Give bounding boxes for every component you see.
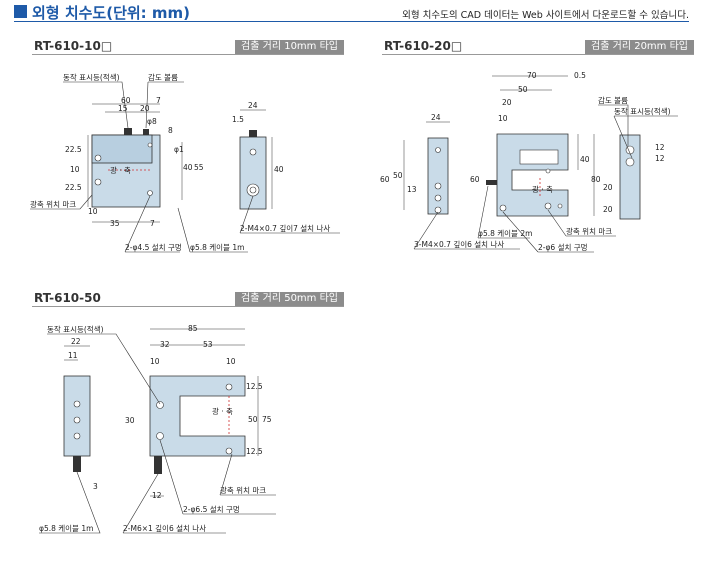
axis-label: 광 · 축 <box>110 165 131 175</box>
svg-text:40: 40 <box>580 155 590 164</box>
svg-text:50: 50 <box>518 85 528 94</box>
sensor-body-side-2 <box>619 134 641 220</box>
page-header: 외형 치수도(단위: mm) 외형 치수도의 CAD 데이터는 Web 사이트에… <box>14 3 689 22</box>
screw-label: 2-M6×1 깊이6 설치 나사 <box>123 523 206 533</box>
section-header-rt-610-50: RT-610-50 검출 거리 50mm 타입 <box>32 291 344 307</box>
svg-text:22.5: 22.5 <box>65 183 82 192</box>
svg-text:0.5: 0.5 <box>574 71 586 80</box>
svg-text:20: 20 <box>603 183 613 192</box>
model-name: RT-610-10□ <box>34 39 113 53</box>
svg-text:60: 60 <box>470 175 480 184</box>
sensitivity-volume <box>143 129 149 135</box>
axis-label: 광 · 축 <box>212 406 233 416</box>
svg-text:8: 8 <box>168 126 173 135</box>
svg-text:20: 20 <box>140 104 150 113</box>
sensitivity-knob <box>147 142 153 148</box>
sensor-body-side <box>63 375 91 457</box>
svg-text:30: 30 <box>125 416 135 425</box>
cable-label: φ5.8 케이블 2m <box>478 228 532 238</box>
indicator-label: 동작 표시등(적색) <box>614 106 671 116</box>
svg-text:60: 60 <box>380 175 390 184</box>
svg-text:40: 40 <box>274 165 284 174</box>
svg-text:15: 15 <box>118 104 128 113</box>
range-tag: 검출 거리 20mm 타입 <box>585 40 694 54</box>
svg-text:1.5: 1.5 <box>232 115 244 124</box>
svg-text:50: 50 <box>248 415 258 424</box>
indicator-label: 동작 표시등(적색) <box>47 324 104 334</box>
svg-text:7: 7 <box>156 96 161 105</box>
svg-text:12: 12 <box>655 154 665 163</box>
svg-text:20: 20 <box>603 205 613 214</box>
sensitivity-label: 감도 볼륨 <box>598 95 628 105</box>
svg-text:12.5: 12.5 <box>246 382 263 391</box>
range-tag: 검출 거리 10mm 타입 <box>235 40 344 54</box>
svg-text:φ1: φ1 <box>174 145 184 154</box>
svg-text:10: 10 <box>88 207 98 216</box>
axis-mark-label: 광축 위치 마크 <box>30 199 76 209</box>
svg-text:35: 35 <box>110 219 120 228</box>
sensor-body-front <box>149 375 246 457</box>
svg-text:12: 12 <box>655 143 665 152</box>
range-tag: 검출 거리 50mm 타입 <box>235 292 344 306</box>
svg-text:80: 80 <box>591 175 601 184</box>
svg-text:22: 22 <box>71 337 81 346</box>
screw-label: 3-M4×0.7 깊이6 설치 나사 <box>414 239 504 249</box>
svg-text:50: 50 <box>393 171 403 180</box>
cad-download-note: 외형 치수도의 CAD 데이터는 Web 사이트에서 다운로드할 수 있습니다. <box>402 10 689 21</box>
model-name: RT-610-20□ <box>384 39 463 53</box>
mount-hole <box>94 178 102 186</box>
svg-text:13: 13 <box>407 185 417 194</box>
page-title: 외형 치수도(단위: mm) <box>32 4 191 22</box>
indicator-label: 동작 표시등(적색) <box>63 72 120 82</box>
holes-label: 2-φ6.5 설치 구멍 <box>183 504 240 514</box>
model-name: RT-610-50 <box>34 291 101 305</box>
axis-mark-label: 광축 위치 마크 <box>220 485 266 495</box>
holes-label: 2-φ4.5 설치 구멍 <box>125 242 182 252</box>
indicator-led <box>124 128 132 135</box>
sensitivity-label: 감도 볼륨 <box>148 72 178 82</box>
svg-text:55: 55 <box>194 163 204 172</box>
svg-text:20: 20 <box>502 98 512 107</box>
svg-text:75: 75 <box>262 415 272 424</box>
svg-text:12: 12 <box>152 491 162 500</box>
svg-text:10: 10 <box>150 357 160 366</box>
svg-text:3: 3 <box>93 482 98 491</box>
svg-text:φ8: φ8 <box>147 117 157 126</box>
svg-text:10: 10 <box>226 357 236 366</box>
svg-text:24: 24 <box>431 113 441 122</box>
svg-text:12.5: 12.5 <box>246 447 263 456</box>
mount-hole <box>147 190 153 196</box>
svg-text:10: 10 <box>70 165 80 174</box>
svg-text:7: 7 <box>150 219 155 228</box>
svg-text:53: 53 <box>203 340 213 349</box>
axis-mark-label: 광축 위치 마크 <box>566 226 612 236</box>
sensor-body-side <box>427 137 449 215</box>
svg-text:60: 60 <box>121 96 131 105</box>
svg-text:85: 85 <box>188 324 198 333</box>
svg-text:11: 11 <box>68 351 78 360</box>
svg-text:40: 40 <box>183 163 193 172</box>
mount-hole <box>94 154 102 162</box>
title-marker <box>14 5 27 18</box>
svg-text:24: 24 <box>248 101 258 110</box>
sensor-head <box>91 134 153 164</box>
indicator-window <box>519 149 559 165</box>
svg-text:32: 32 <box>160 340 170 349</box>
section-header-rt-610-20: RT-610-20□ 검출 거리 20mm 타입 <box>382 39 694 55</box>
cable-label: φ5.8 케이블 1m <box>39 523 93 533</box>
holes-label: 2-φ6 설치 구멍 <box>538 242 588 252</box>
section-header-rt-610-10: RT-610-10□ 검출 거리 10mm 타입 <box>32 39 344 55</box>
cable-label: φ5.8 케이블 1m <box>190 242 244 252</box>
svg-text:10: 10 <box>498 114 508 123</box>
svg-text:22.5: 22.5 <box>65 145 82 154</box>
svg-text:70: 70 <box>527 71 537 80</box>
screw-label: 2-M4×0.7 깊이7 설치 나사 <box>240 223 330 233</box>
axis-label: 광 · 축 <box>532 184 553 194</box>
